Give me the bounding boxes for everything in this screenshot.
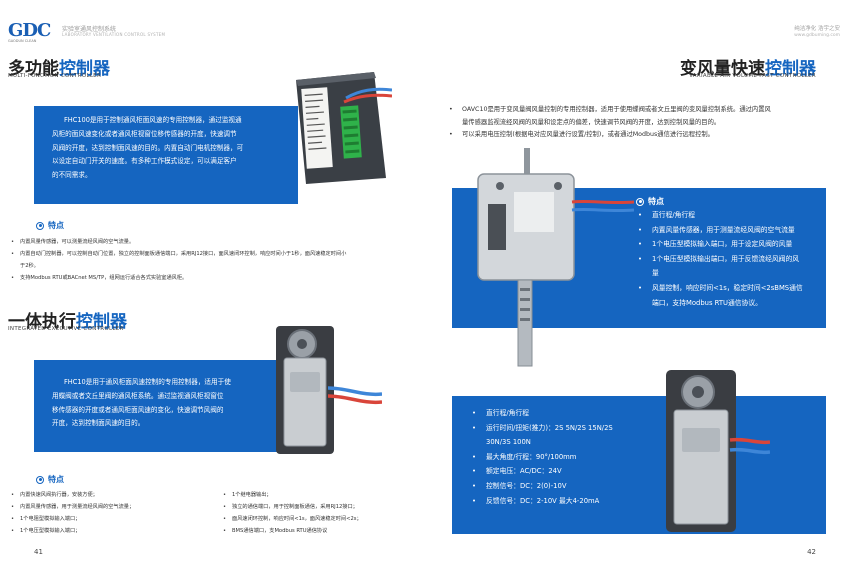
page-number-left: 41	[34, 548, 43, 556]
features-list-integrated-col2: 1个继电器输出； 独立的通信端口，用于控制面板通信，采用RJ12接口； 面风速闭…	[222, 489, 422, 537]
desc-line: 移传感器的开度或者通风柜面风速的变化，快速调节风阀的	[52, 405, 224, 414]
features-heading-multifunction: 特点	[36, 220, 64, 231]
section-subtitle-vav: VARIABLE AIR VOLUME FAST CONTROLLER	[689, 73, 816, 79]
desc-line: FHC10是用于通风柜面风速控制的专用控制器，适用于使	[64, 378, 231, 386]
target-icon	[36, 221, 44, 230]
feature-item: 风量控制，响应时间<1s，稳定时间<2sBMS通信	[636, 281, 824, 296]
vav-intro-list: OAVC10是用于变风量阀风量控制的专用控制器，适用于使用蝶阀或者文丘里阀的变风…	[448, 104, 828, 142]
title-highlight: 控制器	[76, 312, 127, 332]
page-number-right: 42	[807, 548, 816, 556]
section-title-vav: 变风量快速控制器	[680, 54, 816, 79]
spec-item: 最大角度/行程：90°/100mm	[470, 450, 660, 465]
title-highlight: 控制器	[765, 59, 816, 79]
features-list-integrated-col1: 内置快速风阀执行器，安装方便； 内置风量传感器，用于测量流经风阀的空气流量； 1…	[10, 489, 210, 537]
feature-item: 1个电压型模拟输出端口，用于反馈流经风阀的风	[636, 252, 824, 267]
logo-subtext: GAODUN CLEAN	[8, 39, 37, 43]
spec-item: 直行程/角行程	[470, 406, 660, 421]
desc-line: 风阀的开度，达到控制面风速的目的。内置自动门电机控制器，可	[52, 143, 244, 152]
fhc10-product-image	[272, 322, 383, 458]
features-label: 特点	[648, 197, 664, 206]
section-subtitle-multifunction: MULTI-FUNCTION CONTROLLER	[8, 73, 102, 79]
section-title-multifunction: 多功能控制器	[8, 54, 110, 79]
integrated-description-box: FHC10是用于通风柜面风速控制的专用控制器，适用于使 用蝶阀或者文丘里阀的通风…	[34, 360, 290, 452]
feature-item-continued: 量	[652, 269, 659, 278]
logo-mark: GDC	[8, 20, 51, 41]
feature-item: BMS通信端口，支Modbus RTU通信协议	[222, 525, 422, 537]
feature-item: 内置快速风阀执行器，安装方便；	[10, 489, 210, 501]
feature-item: 内置风量传感器，用于测量流经风阀的空气流量；	[10, 501, 210, 513]
spec-item: 额定电压：AC/DC：24V	[470, 464, 660, 479]
features-heading-vav: 特点	[636, 196, 664, 207]
feature-item: 1个电压型模拟输入端口，用于设定风阀的风量	[636, 237, 824, 252]
target-icon	[36, 475, 44, 484]
section-title-integrated: 一体执行控制器	[8, 307, 127, 332]
features-label: 特点	[48, 475, 64, 484]
target-icon	[636, 197, 644, 206]
feature-item: 面风速闭环控制，响应时间<1s，面风速稳定时间<2s；	[222, 513, 422, 525]
section-subtitle-integrated: INTEGRATED EXECUTIVE CONTROLLER	[8, 326, 124, 332]
intro-item: OAVC10是用于变风量阀风量控制的专用控制器，适用于使用蝶阀或者文丘里阀的变风…	[448, 104, 828, 117]
feature-item-continued: 端口，支持Modbus RTU通信协议。	[652, 298, 762, 307]
features-label: 特点	[48, 221, 64, 230]
feature-item: 支持Modbus RTU或BACnet MS/TP，组网运行适合各式实验室通风柜…	[10, 272, 410, 284]
feature-item: 1个电阻型模拟输入端口；	[10, 513, 210, 525]
desc-line: 风柜的面风速变化或者通风柜视窗位移传感器的开度，快速调节	[52, 129, 237, 138]
desc-line: FHC100是用于控制通风柜面风速的专用控制器，通过监视通	[64, 116, 242, 124]
oavc10-product-image	[458, 148, 635, 370]
spec-item: 控制信号：DC：2(0)-10V	[470, 479, 660, 494]
features-heading-integrated: 特点	[36, 474, 64, 485]
spec-item: 反馈信号：DC：2-10V 最大4-20mA	[470, 494, 660, 509]
desc-line: 的不同需求。	[52, 171, 92, 180]
feature-item-continued: 于2秒。	[20, 263, 39, 269]
header-website: www.gdbuming.com	[794, 33, 840, 38]
title-plain: 一体执行	[8, 312, 76, 332]
desc-line: 开度，达到控制面风速的目的。	[52, 419, 145, 428]
feature-item: 内置风量传感器，可以测量流经风阀的空气流量。	[10, 236, 410, 248]
header-company-en: LABORATORY VENTILATION CONTROL SYSTEM	[62, 32, 166, 37]
header-company-cn: 实验室通风控制系统	[62, 26, 117, 33]
desc-line: 用蝶阀或者文丘里阀的通风柜系统。通过监视通风柜视窗位	[52, 391, 224, 400]
feature-item: 独立的通信端口，用于控制面板通信，采用RJ12接口；	[222, 501, 422, 513]
feature-item: 1个电压型模拟输入端口；	[10, 525, 210, 537]
features-list-vav: 直行程/角行程 内置风量传感器，用于测量流经风阀的空气流量 1个电压型模拟输入端…	[636, 208, 824, 310]
feature-item: 内置风量传感器，用于测量流经风阀的空气流量	[636, 223, 824, 238]
fhc100-product-image	[288, 66, 393, 186]
spec-item-continued: 30N/3S 100N	[486, 438, 531, 447]
feature-item: 1个继电器输出；	[222, 489, 422, 501]
intro-item: 可以采用电压控制(根据电对应风量进行设置/控制)，或者通过Modbus通信进行远…	[448, 129, 828, 142]
title-plain: 变风量快速	[680, 59, 765, 79]
title-plain: 多功能	[8, 59, 59, 79]
desc-line: 以设定自动门开关的速度。有多种工作模式设定，可以满足客户	[52, 157, 237, 166]
specs-list-vav: 直行程/角行程 运行时间/扭矩(推力)：2S 5N/2S 15N/2S 30N/…	[470, 406, 660, 508]
intro-item-continued: 量传感器监视流经风阀的风量和设定点的偏差，快速调节风阀的开度，达到控制风量的目的…	[462, 118, 721, 126]
title-highlight: 控制器	[59, 59, 110, 79]
features-list-multifunction: 内置风量传感器，可以测量流经风阀的空气流量。 内置自动门控制器，可以控制自动门位…	[10, 236, 410, 284]
feature-item: 内置自动门控制器，可以控制自动门位置，独立的控制面板通信端口，采用RJ12接口，…	[10, 248, 410, 260]
feature-item: 直行程/角行程	[636, 208, 824, 223]
spec-item: 运行时间/扭矩(推力)：2S 5N/2S 15N/2S	[470, 421, 660, 436]
company-logo: GDC GAODUN CLEAN	[8, 20, 58, 46]
multifunction-description-box: FHC100是用于控制通风柜面风速的专用控制器，通过监视通 风柜的面风速变化或者…	[34, 106, 298, 204]
header-slogan: 纯洁净化 浩宇之安	[794, 26, 840, 32]
actuator-product-image	[660, 366, 771, 538]
